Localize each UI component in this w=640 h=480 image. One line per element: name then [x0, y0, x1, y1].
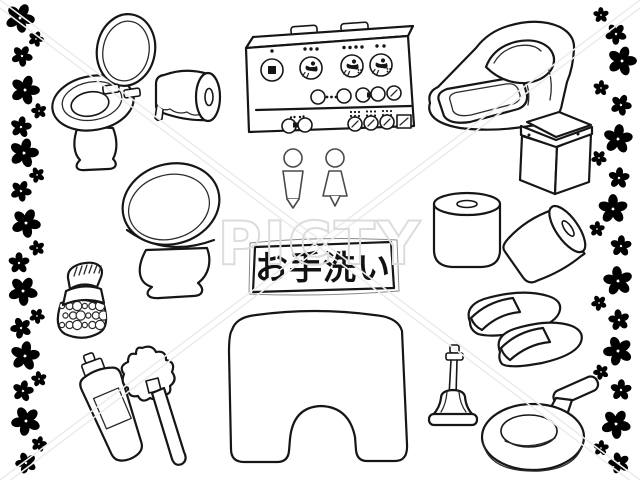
- restroom-pictogram-figures-icon: [282, 148, 348, 209]
- flower-icon: [610, 235, 632, 256]
- flower-icon: [13, 380, 34, 402]
- flower-icon: [10, 138, 39, 168]
- flower-icon: [589, 221, 605, 236]
- flower-icon: [603, 266, 632, 295]
- squat-toilet-icon: [428, 20, 576, 131]
- washlet-control-panel-icon: [244, 21, 416, 134]
- flower-icon: [11, 341, 40, 370]
- flower-icon: [11, 407, 40, 436]
- flower-icon: [11, 181, 32, 202]
- plunger-icon: [427, 344, 479, 427]
- toilet-paper-roll-upright-icon: [432, 191, 502, 269]
- flower-icon: [608, 452, 629, 474]
- flower-icon: [11, 46, 33, 67]
- flower-icon: [593, 80, 609, 96]
- potty-training-seat-icon: [480, 375, 600, 472]
- flower-icon: [31, 103, 47, 119]
- toilet-bowl-closed-lid-icon: [121, 162, 221, 300]
- flower-icon: [8, 252, 30, 273]
- watermark-text: PICTY: [218, 209, 423, 279]
- flower-icon: [29, 308, 45, 324]
- air-freshener-beads-icon: [56, 261, 108, 339]
- flower-icon: [591, 151, 607, 166]
- flower-icon: [593, 7, 609, 22]
- flower-icon: [601, 410, 631, 439]
- flower-border-left: [6, 4, 47, 474]
- flower-icon: [6, 4, 35, 33]
- toilet-paper-roll-tilted-icon: [502, 204, 587, 284]
- flower-icon: [8, 277, 38, 306]
- flower-icon: [610, 379, 632, 400]
- flower-icon: [10, 317, 31, 339]
- flower-icon: [32, 436, 47, 452]
- flower-icon: [593, 364, 609, 380]
- flower-icon: [29, 167, 44, 183]
- flower-icon: [15, 452, 36, 474]
- flower-icon: [12, 209, 41, 238]
- toilet-paper-roll-side-icon: [154, 69, 222, 123]
- flower-icon: [611, 94, 632, 116]
- flower-icon: [593, 440, 609, 456]
- flower-icon: [608, 309, 629, 330]
- toilet-slippers-icon: [467, 291, 583, 368]
- flower-icon: [609, 46, 637, 76]
- toilet-cleaner-tube-icon: [79, 352, 143, 462]
- flower-icon: [11, 116, 32, 137]
- freshener-beads: [58, 300, 107, 331]
- toilet-floor-mat-icon: [227, 309, 409, 464]
- flower-icon: [598, 194, 628, 222]
- flower-icon: [603, 336, 632, 366]
- flower-icon: [29, 240, 44, 256]
- step-stool-box-icon: [518, 110, 594, 196]
- flower-icon: [591, 295, 607, 311]
- flower-icon: [12, 75, 40, 105]
- flower-icon: [608, 167, 630, 188]
- flower-icon: [31, 371, 47, 387]
- western-toilet-open-lid-icon: [51, 13, 157, 172]
- flower-border-right: [589, 7, 637, 474]
- flower-icon: [604, 124, 633, 153]
